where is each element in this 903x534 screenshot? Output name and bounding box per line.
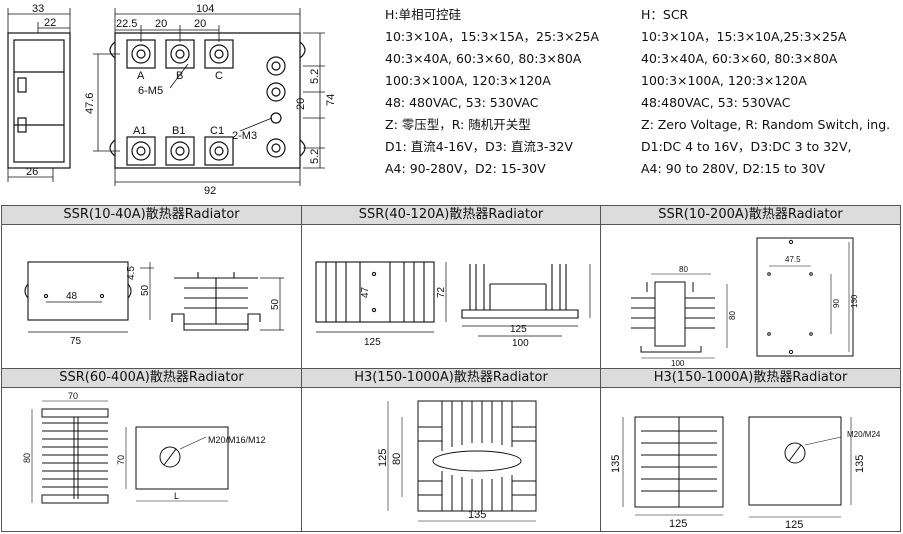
dim-label: 125 [510, 324, 527, 335]
dim-label: 135 [468, 509, 486, 521]
dim-label: 100 [512, 338, 529, 349]
spec-line: H:单相可控硅 [385, 7, 462, 22]
dim-74: 74 [325, 94, 337, 106]
radiator-cell-6: H3(150-1000A)散热器Radiator 135 [600, 368, 901, 532]
dim-label: 50 [140, 284, 151, 296]
dim-20-b: 20 [194, 18, 206, 30]
radiator-cell-1: SSR(10-40A)散热器Radiator [1, 205, 302, 369]
dim-label: 135 [854, 455, 866, 473]
dim-label: 70 [116, 455, 126, 465]
dim-label: 80 [22, 453, 32, 463]
terminal-a1-label: A1 [133, 125, 146, 137]
spec-line: A4: 90-280V，D2: 15-30V [385, 161, 546, 176]
radiator-cell-4: SSR(60-400A)散热器Radiator [1, 368, 302, 532]
dim-5-2-a: 5.2 [309, 69, 321, 84]
spec-line: H：SCR [641, 7, 689, 22]
terminal-a-label: A [137, 70, 145, 82]
dim-5-2-b: 5.2 [309, 149, 321, 164]
spec-line: 100:3×100A, 120:3×120A [385, 73, 551, 88]
radiator-title: SSR(10-40A)散热器Radiator [2, 206, 301, 225]
spec-line: Z: 零压型，R: 随机开关型 [385, 117, 531, 132]
dim-47-6: 47.6 [84, 93, 96, 114]
dim-22: 22 [44, 17, 56, 29]
dim-label: M20/M16/M12 [208, 435, 266, 445]
radiator-title: H3(150-1000A)散热器Radiator [302, 369, 600, 388]
terminal-b-label: B [176, 70, 183, 82]
radiator-title: SSR(60-400A)散热器Radiator [2, 369, 301, 388]
spec-line: 10:3×10A，15:3×15A，25:3×25A [385, 29, 600, 44]
terminal-b1-label: B1 [172, 125, 185, 137]
spec-line: 48: 480VAC, 53: 530VAC [385, 95, 539, 110]
radiator-cell-3: SSR(10-200A)散热器Radiator [600, 205, 901, 369]
radiator-grid: SSR(10-40A)散热器Radiator [1, 205, 901, 532]
dim-label: 75 [70, 336, 82, 347]
dim-26: 26 [26, 166, 38, 178]
dim-104: 104 [196, 3, 214, 15]
radiator-title: H3(150-1000A)散热器Radiator [601, 369, 900, 388]
spec-line: D1: 直流4-16V，D3: 直流3-32V [385, 139, 573, 154]
spec-list-chinese: H:单相可控硅 10:3×10A，15:3×15A，25:3×25A 40:3×… [385, 4, 599, 180]
dim-label: 70 [68, 391, 78, 401]
dim-label: 47 [360, 286, 371, 298]
dim-label: 90 [832, 299, 841, 308]
dim-label: 80 [728, 311, 737, 320]
dim-label: 125 [364, 337, 381, 348]
radiator-title: SSR(40-120A)散热器Radiator [302, 206, 600, 225]
callout-2-m3: 2-M3 [232, 130, 257, 142]
dim-92: 92 [204, 185, 216, 195]
radiator-cell-2: SSR(40-120A)散热器Radiator [301, 205, 601, 369]
dim-20-a: 20 [155, 18, 167, 30]
terminal-c1-label: C1 [210, 125, 224, 137]
spec-line: 40:3×40A, 60:3×60, 80:3×80A [385, 51, 582, 66]
spec-line: 40:3×40A, 60:3×60, 80:3×80A [641, 51, 838, 66]
dim-label: 100 [671, 359, 685, 368]
spec-line: 100:3×100A, 120:3×120A [641, 73, 807, 88]
dim-label: 80 [391, 453, 403, 465]
dim-label: 135 [610, 455, 622, 473]
ssr-outline-drawing: 33 22 26 104 22.5 20 20 92 47.6 5.2 20 7… [7, 3, 337, 195]
dim-label: 130 [850, 294, 859, 308]
dim-label: 72 [436, 286, 447, 298]
dim-20-v: 20 [295, 98, 307, 110]
spec-line: D1:DC 4 to 16V，D3:DC 3 to 32V, [641, 139, 852, 154]
dim-label: 125 [377, 449, 389, 467]
spec-line: 48:480VAC, 53: 530VAC [641, 95, 791, 110]
radiator-title: SSR(10-200A)散热器Radiator [601, 206, 900, 225]
dim-label: 50 [270, 298, 281, 310]
spec-line: A4: 90 to 280V, D2:15 to 30V [641, 161, 826, 176]
spec-line: 10:3×10A，15:3×10A,25:3×25A [641, 29, 847, 44]
dim-label: 47.5 [785, 255, 801, 264]
dim-label: 80 [679, 265, 688, 274]
spec-line: Z: Zero Voltage, R: Random Switch, ing. [641, 117, 891, 132]
dim-label: M20/M24 [847, 430, 881, 439]
dim-22-5: 22.5 [116, 18, 137, 30]
callout-6-m5: 6-M5 [138, 85, 163, 97]
spec-list-english: H：SCR 10:3×10A，15:3×10A,25:3×25A 40:3×40… [641, 4, 890, 180]
terminal-c-label: C [215, 70, 223, 82]
dim-label: 48 [66, 291, 78, 302]
dim-label: 4.5 [126, 266, 137, 280]
dim-label: 125 [785, 519, 803, 531]
dim-33: 33 [32, 3, 44, 15]
dim-label: L [174, 491, 179, 501]
radiator-cell-5: H3(150-1000A)散热器Radiator 125 80 135 [301, 368, 601, 532]
dim-label: 125 [669, 518, 687, 530]
